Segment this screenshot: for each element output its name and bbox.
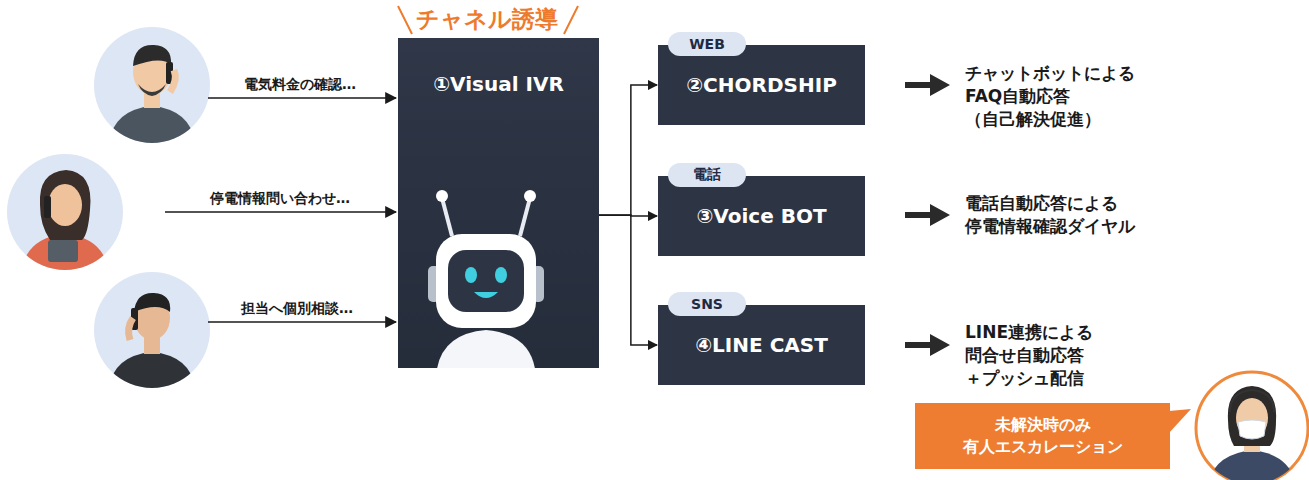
channel-box: 電話③Voice BOT bbox=[658, 176, 865, 256]
callout-box: 未解決時のみ 有人エスカレーション bbox=[915, 403, 1170, 469]
inbound-arrow bbox=[165, 211, 396, 213]
inbound-arrow bbox=[208, 321, 396, 323]
channel-box: SNS④LINE CAST bbox=[658, 305, 865, 385]
result-note: 電話自動応答による 停電情報確認ダイヤル bbox=[965, 192, 1135, 238]
caller-figure bbox=[94, 272, 210, 395]
inquiry-label: 停電情報問い合わせ… bbox=[208, 190, 352, 208]
operator-figure bbox=[1196, 372, 1308, 480]
routing-connector bbox=[599, 85, 657, 215]
result-note: LINE連携による 問合せ自動応答＋プッシュ配信 bbox=[965, 321, 1093, 390]
result-arrow bbox=[905, 334, 950, 356]
caller-figure bbox=[7, 154, 123, 280]
node-title: ②CHORDSHIP bbox=[686, 73, 837, 97]
inbound-arrow bbox=[208, 97, 396, 99]
heading-slash bbox=[564, 6, 578, 34]
heading-slash bbox=[398, 6, 412, 34]
channel-box: WEB②CHORDSHIP bbox=[658, 45, 865, 125]
node-title: ①Visual IVR bbox=[398, 72, 599, 96]
node-title: 未解決時のみ 有人エスカレーション bbox=[963, 414, 1123, 457]
channel-tab: WEB bbox=[668, 32, 746, 56]
inquiry-label: 担当へ個別相談… bbox=[239, 300, 355, 318]
caller-figure bbox=[94, 27, 210, 150]
node-title: ④LINE CAST bbox=[695, 333, 828, 357]
hub-box: ①Visual IVR bbox=[398, 38, 599, 368]
channel-tab: 電話 bbox=[668, 163, 746, 187]
result-note: チャットボットによる FAQ自動応答（自己解決促進） bbox=[965, 62, 1135, 131]
section-heading: チャネル誘導 bbox=[416, 4, 558, 35]
callout-pointer bbox=[1169, 407, 1191, 437]
node-title: ③Voice BOT bbox=[696, 204, 826, 228]
inquiry-label: 電気料金の確認… bbox=[242, 76, 358, 94]
channel-tab: SNS bbox=[668, 292, 746, 316]
result-arrow bbox=[905, 204, 950, 226]
routing-connector bbox=[599, 215, 657, 345]
result-arrow bbox=[905, 74, 950, 96]
